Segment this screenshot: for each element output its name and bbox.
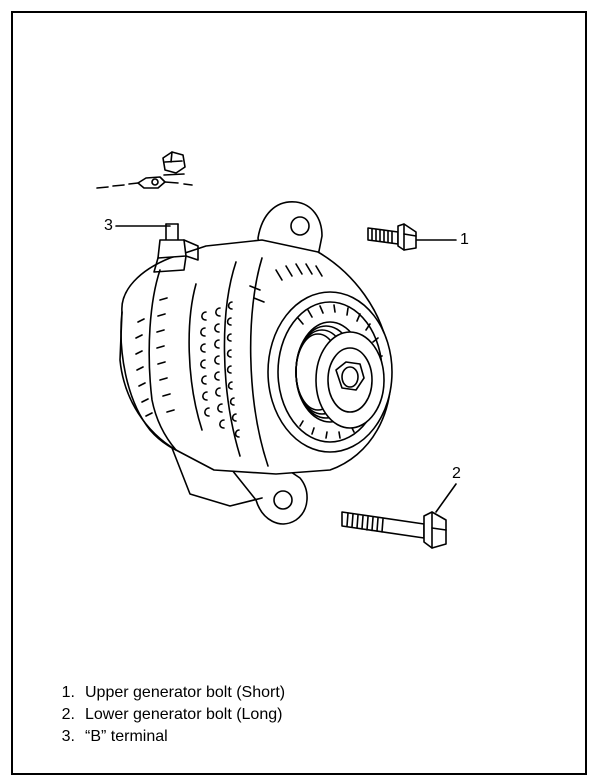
legend-number: 3. — [61, 728, 75, 745]
legend-text: Upper generator bolt (Short) — [85, 684, 286, 701]
terminal-nut — [162, 151, 186, 176]
parts-legend: 1. Upper generator bolt (Short) 2. Lower… — [44, 682, 285, 748]
lower-generator-bolt — [341, 511, 447, 549]
legend-item-upper-bolt: 1. Upper generator bolt (Short) — [44, 682, 285, 704]
legend-item-b-terminal: 3. “B” terminal — [44, 726, 285, 748]
b-terminal-post — [153, 223, 199, 273]
callout-1: 1 — [460, 231, 469, 248]
upper-generator-bolt — [367, 223, 417, 251]
legend-number: 1. — [61, 684, 75, 701]
legend-text: “B” terminal — [85, 728, 168, 745]
legend-item-lower-bolt: 2. Lower generator bolt (Long) — [44, 704, 285, 726]
figure-frame — [11, 11, 587, 775]
legend-number: 2. — [61, 706, 75, 723]
callout-3: 3 — [104, 217, 113, 234]
leader-line-2 — [435, 483, 457, 513]
terminal-wire — [96, 176, 193, 189]
legend-text: Lower generator bolt (Long) — [85, 706, 283, 723]
callout-2: 2 — [452, 465, 461, 482]
pulley — [295, 321, 385, 429]
